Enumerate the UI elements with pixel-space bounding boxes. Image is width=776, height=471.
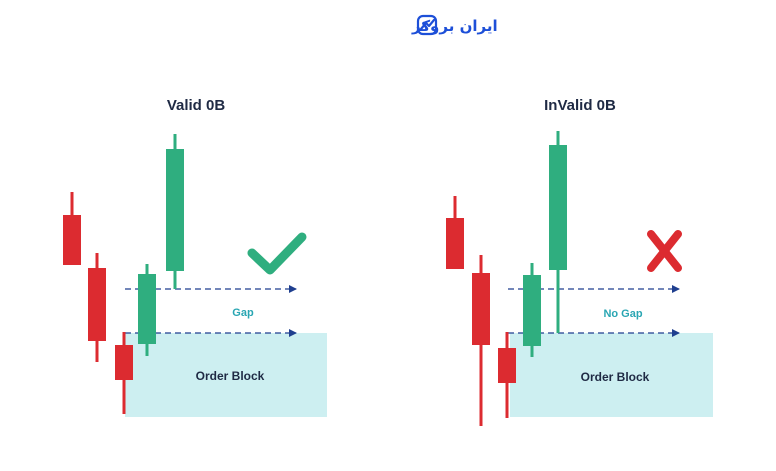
candle-bullish (138, 264, 156, 356)
brand-mark-icon (416, 14, 438, 36)
panel-valid: Valid 0B Order Block Gap (63, 97, 327, 417)
order-block-zone (510, 333, 713, 417)
panel-invalid: InValid 0B Order Block No Gap (446, 97, 713, 426)
candle-bearish-order-block (498, 332, 516, 418)
check-icon (247, 232, 307, 275)
no-gap-label: No Gap (603, 308, 642, 320)
order-block-label: Order Block (196, 369, 265, 383)
cross-icon (647, 230, 682, 272)
candle-bearish-order-block (115, 332, 133, 414)
candle-bearish (88, 253, 106, 362)
candle-bearish (472, 255, 490, 426)
candle-bullish-impulse (166, 134, 184, 289)
candle-bullish-impulse (549, 131, 567, 333)
candle-bearish (63, 192, 81, 265)
candle-bullish (523, 263, 541, 357)
panel-title: InValid 0B (544, 97, 616, 114)
panel-title: Valid 0B (167, 97, 226, 114)
gap-label: Gap (232, 307, 254, 319)
order-block-zone (125, 333, 327, 417)
order-block-label: Order Block (581, 370, 650, 384)
candle-bearish (446, 196, 464, 269)
brand-name: ایران بروکر (411, 17, 498, 35)
brand-logo: ایران بروکر (411, 14, 498, 36)
